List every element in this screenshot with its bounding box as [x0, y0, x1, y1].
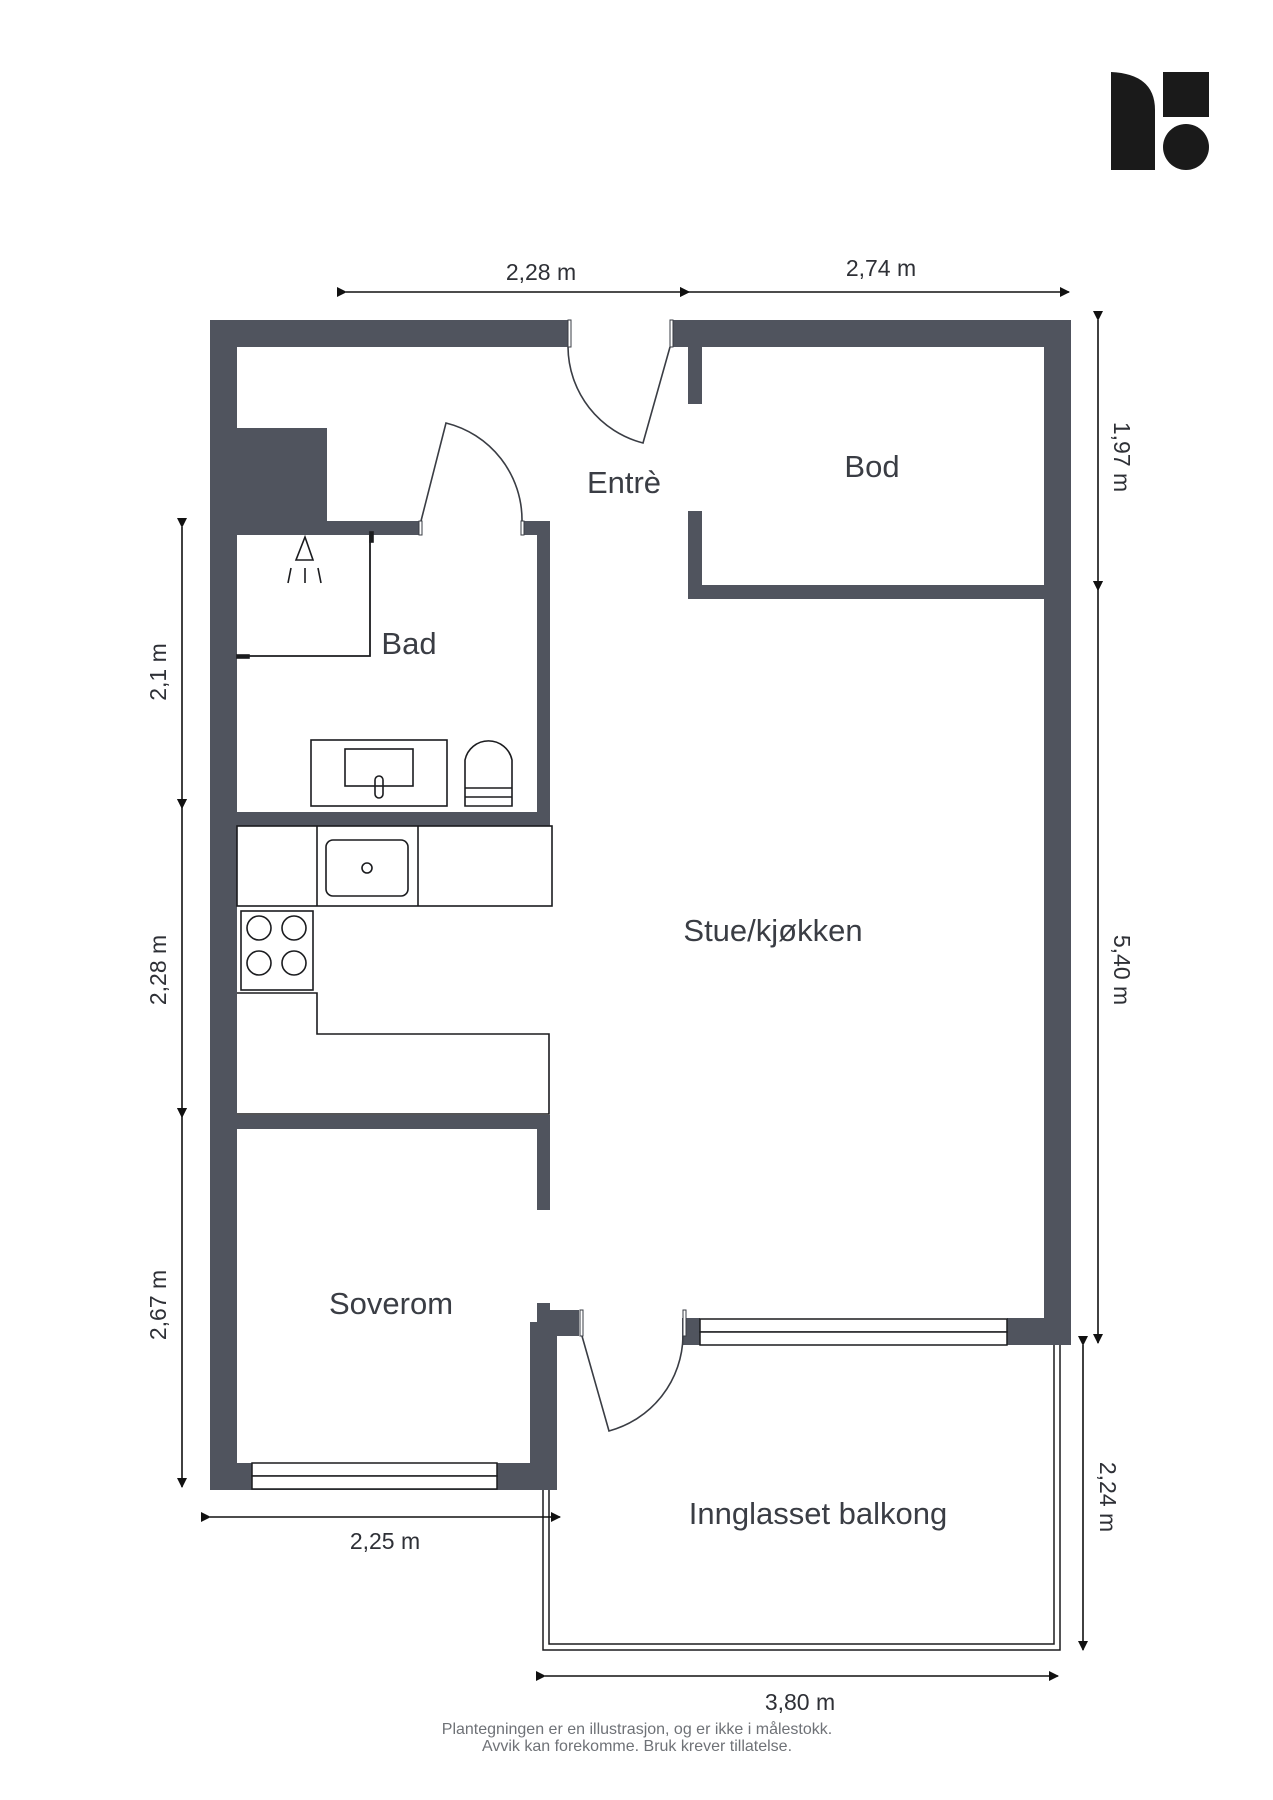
footer-disclaimer-line1: Plantegningen er en illustrasjon, og er … — [442, 1720, 832, 1738]
sink-icon — [310, 739, 448, 807]
dim-right-balcony: 2,24 m — [1095, 1462, 1121, 1532]
dim-top-right: 2,74 m — [846, 255, 916, 281]
dimension-lines — [177, 287, 1103, 1681]
room-label-bad: Bad — [381, 626, 436, 661]
dim-bottom-left: 2,25 m — [350, 1528, 420, 1554]
room-label-entre: Entrè — [587, 465, 661, 500]
room-label-balkong: Innglasset balkong — [689, 1496, 948, 1531]
stove-icon — [240, 910, 314, 991]
doors — [418, 319, 687, 1432]
balcony-door-icon — [579, 1309, 687, 1432]
brand-logo-icon — [1111, 72, 1209, 170]
dim-right-lower: 5,40 m — [1109, 935, 1135, 1005]
windows — [251, 1318, 1008, 1490]
room-label-bod: Bod — [844, 449, 899, 484]
bathroom-door-icon — [418, 422, 525, 536]
dim-left-top: 2,1 m — [145, 643, 171, 701]
kitchen-fixtures — [236, 825, 553, 1115]
dim-left-bottom: 2,67 m — [145, 1270, 171, 1340]
balcony-outline — [542, 1345, 1061, 1651]
dim-left-middle: 2,28 m — [145, 935, 171, 1005]
dim-top-left: 2,28 m — [506, 259, 576, 285]
shower-icon — [287, 534, 322, 584]
dim-right-upper: 1,97 m — [1109, 422, 1135, 492]
footer-disclaimer-line2: Avvik kan forekomme. Bruk krever tillate… — [482, 1738, 792, 1755]
dim-bottom-balcony: 3,80 m — [765, 1689, 835, 1715]
bathroom-fixtures — [236, 531, 513, 807]
toilet-icon — [464, 740, 513, 807]
entrance-door-icon — [567, 319, 674, 444]
kitchen-sink-icon — [325, 839, 409, 897]
room-label-soverom: Soverom — [329, 1286, 453, 1321]
shower-screen — [237, 535, 371, 657]
room-label-stue-kjokken: Stue/kjøkken — [683, 913, 862, 948]
